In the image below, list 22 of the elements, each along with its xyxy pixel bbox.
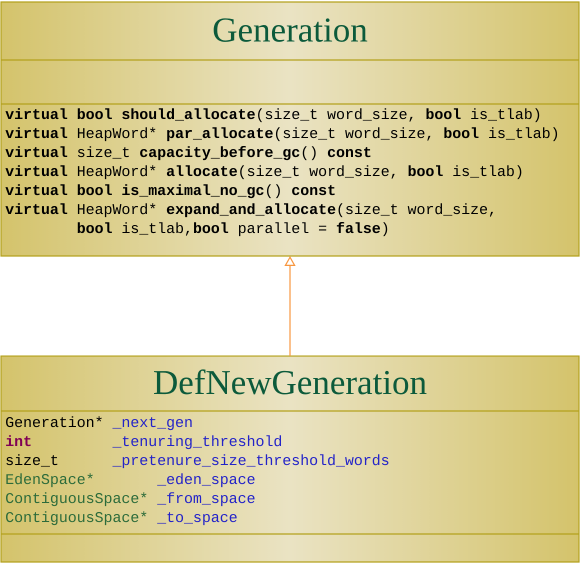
class-box [0,1,580,257]
method-signature: virtual HeapWord* allocate(size_t word_size, bool is_tlab) [5,165,522,180]
class-name: DefNewGeneration [154,369,426,394]
field-name: _from_space [157,492,255,506]
field-name: _tenuring_threshold [112,435,282,450]
method-signature: virtual size_t capacity_before_gc() const [5,146,370,160]
field-name: _to_space [157,512,237,526]
field-type: int [6,435,31,446]
field-type: Generation* [6,416,102,428]
field-type: ContiguousSpace* [6,511,146,526]
method-signature: virtual HeapWord* expand_and_allocate(size_t word_size, bool is_tlab,bool parallel = false) [5,203,494,236]
method-signature: virtual HeapWord* par_allocate(size_t word_size, bool is_tlab) [5,127,558,142]
method-signature: virtual bool is_maximal_no_gc() const [5,184,335,198]
field-name: _pretenure_size_threshold_words [112,454,388,468]
method-signature: virtual bool should_allocate(size_t word_size, bool is_tlab) [5,108,540,122]
field-name: _eden_space [157,473,255,488]
field-type: size_t [6,454,58,467]
class-box [0,355,580,563]
field-type: EdenSpace* [6,473,93,488]
field-name: _next_gen [112,417,192,430]
field-type: ContiguousSpace* [6,492,146,506]
class-name: Generation [214,18,368,42]
